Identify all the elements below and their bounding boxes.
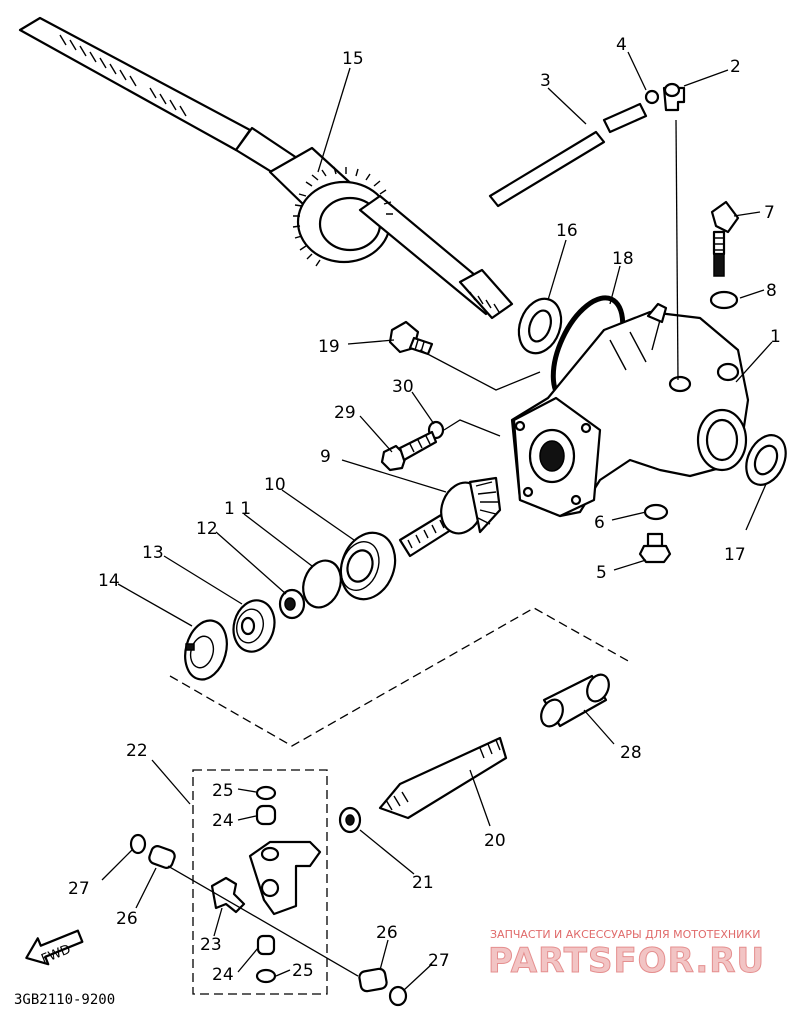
callout-14: 14	[98, 571, 120, 591]
callout-24-bottom: 24	[212, 965, 234, 985]
callout-6: 6	[594, 513, 605, 533]
callout-4: 4	[616, 35, 627, 55]
callout-27-right: 27	[428, 951, 450, 971]
callout-30: 30	[392, 377, 414, 397]
callout-leaders	[101, 51, 773, 991]
part-29-bolt	[380, 430, 438, 472]
part-5-drain-bolt	[638, 532, 672, 564]
callout-23: 23	[200, 935, 222, 955]
callout-11: 1 1	[224, 499, 251, 519]
part-26-bushing-right	[358, 967, 388, 993]
callout-10: 10	[264, 475, 286, 495]
callout-7: 7	[764, 203, 775, 223]
watermark-brand: PARTSFOR.RU	[488, 941, 765, 981]
part-1-final-gear-case	[510, 302, 750, 518]
part-27-circlip-right	[388, 985, 408, 1007]
callout-26-right: 26	[376, 923, 398, 943]
part-26-bushing-left	[148, 845, 176, 869]
assembly-lines	[167, 119, 679, 977]
watermark-logo: ЗАПЧАСТИ И АКСЕССУАРЫ ДЛЯ МОТОТЕХНИКИ PA…	[488, 928, 765, 982]
callout-3: 3	[540, 71, 551, 91]
callout-17: 17	[724, 545, 746, 565]
part-7-drain-plug	[710, 200, 740, 277]
part-27-circlip-left	[129, 833, 147, 855]
watermark-tagline: ЗАПЧАСТИ И АКСЕССУАРЫ ДЛЯ МОТОТЕХНИКИ	[490, 928, 760, 941]
part-22-universal-joint-group	[192, 769, 328, 995]
callout-13: 13	[142, 543, 164, 563]
callout-15: 15	[342, 49, 364, 69]
part-10-bearing	[339, 531, 397, 601]
callout-25-bottom: 25	[292, 961, 314, 981]
part-12-collar	[278, 588, 306, 620]
part-6-gasket	[643, 503, 669, 521]
callout-1: 1	[770, 327, 781, 347]
callout-22: 22	[126, 741, 148, 761]
callout-18: 18	[612, 249, 634, 269]
part-14-ring-nut	[184, 619, 228, 681]
callout-9: 9	[320, 447, 331, 467]
part-19-bolt	[388, 320, 434, 356]
callout-20: 20	[484, 831, 506, 851]
part-3-breather-hose	[488, 102, 648, 208]
callout-19: 19	[318, 337, 340, 357]
part-2-elbow-fitting	[662, 82, 686, 112]
part-16-oil-seal	[517, 297, 563, 355]
part-28-coupling	[540, 673, 610, 728]
callout-16: 16	[556, 221, 578, 241]
part-17-oil-seal	[745, 434, 787, 486]
callout-5: 5	[596, 563, 607, 583]
part-11-o-ring	[302, 559, 342, 609]
callout-25-top: 25	[212, 781, 234, 801]
callout-numbers: 15 3 4 2 7 8 16 18 1 19 30 29 9 10 1 1 1…	[68, 35, 781, 985]
callout-8: 8	[766, 281, 777, 301]
part-20-universal-shaft	[378, 736, 508, 820]
callout-21: 21	[412, 873, 434, 893]
callout-12: 12	[196, 519, 218, 539]
part-4-clip	[644, 89, 660, 105]
callout-24-top: 24	[212, 811, 234, 831]
part-21-nut	[338, 806, 362, 834]
part-8-o-ring	[709, 290, 739, 310]
part-13-bearing	[232, 599, 276, 653]
callout-29: 29	[334, 403, 356, 423]
callout-26-left: 26	[116, 909, 138, 929]
diagram-code: 3GB2110-9200	[14, 992, 115, 1008]
callout-2: 2	[730, 57, 741, 77]
callout-28: 28	[620, 743, 642, 763]
callout-27-left: 27	[68, 879, 90, 899]
fwd-arrow-icon	[25, 929, 84, 966]
part-15-drive-shaft	[18, 16, 514, 320]
part-9-drive-pinion	[398, 476, 502, 558]
